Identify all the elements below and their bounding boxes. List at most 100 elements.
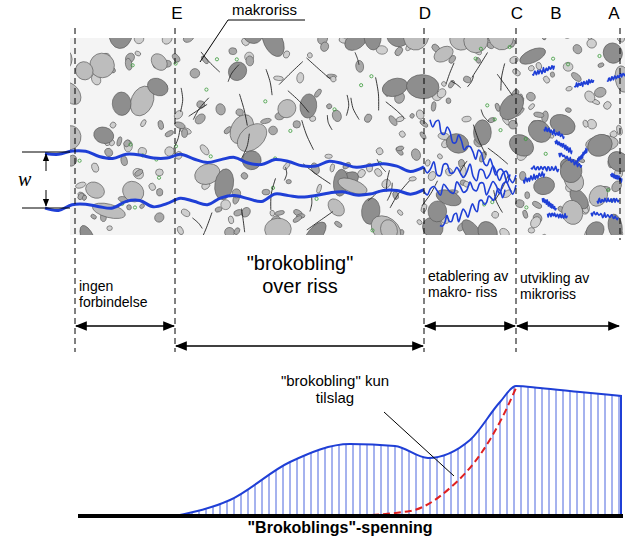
stress-hatch <box>409 370 410 516</box>
stress-hatch <box>619 370 620 516</box>
stress-hatch <box>605 370 606 516</box>
aggregate <box>286 179 292 183</box>
pore <box>215 58 218 61</box>
aggregate <box>583 218 608 235</box>
micro-crack <box>193 98 208 120</box>
pore <box>205 88 208 91</box>
aggregate <box>239 38 267 48</box>
stress-hatch <box>521 370 522 516</box>
stress-hatch <box>549 370 550 516</box>
crack-width-symbol: w <box>18 168 38 191</box>
micro-crack <box>446 63 454 84</box>
point-letter: B <box>546 4 566 24</box>
stress-hatch <box>416 370 417 516</box>
aggregate <box>189 67 201 79</box>
micro-crack <box>481 109 489 121</box>
aggregate <box>246 56 254 67</box>
aggregate <box>436 153 443 160</box>
aggregate <box>325 154 333 158</box>
aggregate <box>173 109 185 121</box>
aggregate <box>262 189 270 195</box>
stress-hatch <box>388 370 389 516</box>
stress-hatch <box>535 370 536 516</box>
aggregate <box>307 52 313 59</box>
stress-hatch <box>311 370 312 516</box>
aggregate <box>584 130 616 160</box>
aggregate <box>198 143 210 156</box>
micro-crack <box>377 159 386 172</box>
aggregate <box>292 215 303 224</box>
micro-crack <box>306 58 330 79</box>
aggregate <box>70 123 84 152</box>
pore <box>566 63 569 66</box>
aggregate <box>585 182 611 210</box>
stress-hatch <box>500 370 501 516</box>
aggregate <box>462 116 472 123</box>
aggregate <box>325 196 348 219</box>
aggregate <box>378 218 400 235</box>
aggregate <box>70 154 78 168</box>
blue-crack <box>591 212 618 220</box>
micro-crack <box>467 76 473 87</box>
stress-hatch <box>563 370 564 516</box>
stress-hatch <box>178 370 179 516</box>
aggregate <box>431 101 437 111</box>
micro-crack <box>346 95 348 116</box>
aggregate <box>441 81 448 88</box>
aggregate <box>597 62 604 68</box>
aggregate <box>107 38 133 49</box>
aggregate <box>260 117 272 124</box>
aggregate <box>531 200 542 209</box>
zone-label: etablering av makro- riss <box>428 268 512 300</box>
pore <box>264 100 267 103</box>
aggregate <box>83 179 107 202</box>
aggregate <box>586 38 598 49</box>
aggregate <box>427 200 447 222</box>
pore <box>315 197 318 200</box>
crack-lines <box>45 66 625 227</box>
aggregate <box>444 131 472 156</box>
aggregate <box>157 120 164 130</box>
stress-hatch <box>262 370 263 516</box>
aggregate <box>571 43 583 56</box>
dimension-arrow <box>46 190 47 206</box>
aggregate <box>528 228 535 234</box>
pore <box>499 129 502 132</box>
dimension-line <box>22 208 70 209</box>
zone-boundary <box>424 28 425 352</box>
zone-label: ingen forbindelse <box>79 278 173 310</box>
stress-hatch <box>444 370 445 516</box>
aggregate <box>273 76 283 81</box>
aggregate <box>215 103 227 116</box>
pore <box>607 189 610 192</box>
stress-hatch <box>598 370 599 516</box>
aggregate <box>498 227 511 235</box>
aggregate <box>131 166 146 181</box>
aggregate <box>299 93 318 119</box>
stress-hatch <box>283 370 284 516</box>
aggregate <box>313 88 322 98</box>
aggregate <box>331 109 343 123</box>
pore <box>508 45 511 48</box>
aggregate <box>401 38 431 52</box>
aggregate <box>156 188 163 196</box>
pore <box>370 75 373 78</box>
micro-crack <box>386 102 405 119</box>
blue-crack <box>555 140 572 153</box>
aggregate <box>425 159 431 167</box>
blue-crack <box>523 172 544 183</box>
stress-hatch <box>542 370 543 516</box>
aggregate <box>300 218 330 235</box>
blue-crack <box>424 162 516 183</box>
micro-crack <box>266 69 272 95</box>
aggregate <box>316 184 323 194</box>
zone-boundary <box>516 28 517 352</box>
dimension-arrow <box>46 154 47 171</box>
aggregate <box>561 38 574 40</box>
aggregate <box>329 163 335 172</box>
stress-hatch <box>402 370 403 516</box>
aggregate <box>616 38 625 43</box>
zone-arrow <box>176 345 423 347</box>
aggregate <box>144 75 171 99</box>
blue-crack <box>45 190 424 211</box>
